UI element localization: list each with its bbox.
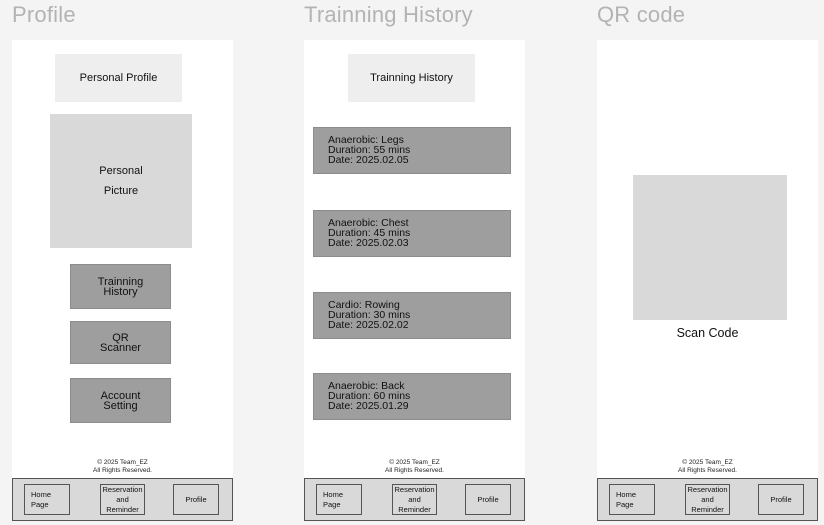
record-duration: Duration: 60 mins bbox=[328, 390, 411, 402]
nav-home-button[interactable]: Home Page bbox=[609, 484, 655, 515]
scan-code-label: Scan Code bbox=[676, 326, 739, 340]
training-history-button[interactable]: Trainning History bbox=[70, 264, 171, 309]
record-type: Anaerobic: Legs bbox=[328, 134, 404, 146]
record-date: Date: 2025.01.29 bbox=[328, 400, 409, 412]
profile-screen: Personal Profile Personal Picture Trainn… bbox=[12, 40, 233, 521]
qr-scan-area[interactable] bbox=[633, 175, 787, 320]
history-record[interactable]: Cardio: Rowing Duration: 30 mins Date: 2… bbox=[313, 292, 511, 339]
history-screen: Trainning History Anaerobic: Legs Durati… bbox=[304, 40, 525, 521]
footer-rights: All Rights Reserved. bbox=[93, 467, 152, 474]
bottom-nav: Home Page Reservation and Reminder Profi… bbox=[12, 478, 233, 521]
history-frame-title: Trainning History bbox=[304, 2, 473, 27]
record-type: Anaerobic: Chest bbox=[328, 217, 409, 229]
footer: © 2025 Team_EZ All Rights Reserved. bbox=[597, 459, 818, 475]
personal-profile-header: Personal Profile bbox=[55, 54, 182, 102]
nav-profile-button[interactable]: Profile bbox=[758, 484, 804, 515]
footer-rights: All Rights Reserved. bbox=[385, 467, 444, 474]
personal-picture[interactable]: Personal Picture bbox=[50, 114, 192, 248]
nav-profile-button[interactable]: Profile bbox=[465, 484, 511, 515]
history-record[interactable]: Anaerobic: Chest Duration: 45 mins Date:… bbox=[313, 210, 511, 257]
nav-reservation-button[interactable]: Reservation and Reminder bbox=[392, 484, 437, 515]
footer-copyright: © 2025 Team_EZ bbox=[682, 459, 733, 466]
qr-scanner-button[interactable]: QR Scanner bbox=[70, 321, 171, 364]
footer: © 2025 Team_EZ All Rights Reserved. bbox=[12, 459, 233, 475]
footer-rights: All Rights Reserved. bbox=[678, 467, 737, 474]
nav-reservation-button[interactable]: Reservation and Reminder bbox=[100, 484, 145, 515]
record-duration: Duration: 45 mins bbox=[328, 227, 411, 239]
bottom-nav: Home Page Reservation and Reminder Profi… bbox=[597, 478, 818, 521]
bottom-nav: Home Page Reservation and Reminder Profi… bbox=[304, 478, 525, 521]
record-date: Date: 2025.02.03 bbox=[328, 237, 409, 249]
profile-frame-title: Profile bbox=[12, 2, 76, 27]
qr-frame-title: QR code bbox=[597, 2, 686, 27]
record-date: Date: 2025.02.02 bbox=[328, 319, 409, 331]
qr-screen: Scan Code © 2025 Team_EZ All Rights Rese… bbox=[597, 40, 818, 521]
record-date: Date: 2025.02.05 bbox=[328, 154, 409, 166]
history-record[interactable]: Anaerobic: Back Duration: 60 mins Date: … bbox=[313, 373, 511, 420]
record-duration: Duration: 55 mins bbox=[328, 144, 411, 156]
record-duration: Duration: 30 mins bbox=[328, 309, 411, 321]
record-type: Anaerobic: Back bbox=[328, 380, 405, 392]
footer-copyright: © 2025 Team_EZ bbox=[389, 459, 440, 466]
history-record[interactable]: Anaerobic: Legs Duration: 55 mins Date: … bbox=[313, 127, 511, 174]
training-history-header: Trainning History bbox=[348, 54, 475, 102]
footer-copyright: © 2025 Team_EZ bbox=[97, 459, 148, 466]
nav-reservation-button[interactable]: Reservation and Reminder bbox=[685, 484, 730, 515]
account-setting-button[interactable]: Account Setting bbox=[70, 378, 171, 423]
record-type: Cardio: Rowing bbox=[328, 299, 400, 311]
footer: © 2025 Team_EZ All Rights Reserved. bbox=[304, 459, 525, 475]
nav-profile-button[interactable]: Profile bbox=[173, 484, 219, 515]
nav-home-button[interactable]: Home Page bbox=[24, 484, 70, 515]
nav-home-button[interactable]: Home Page bbox=[316, 484, 362, 515]
